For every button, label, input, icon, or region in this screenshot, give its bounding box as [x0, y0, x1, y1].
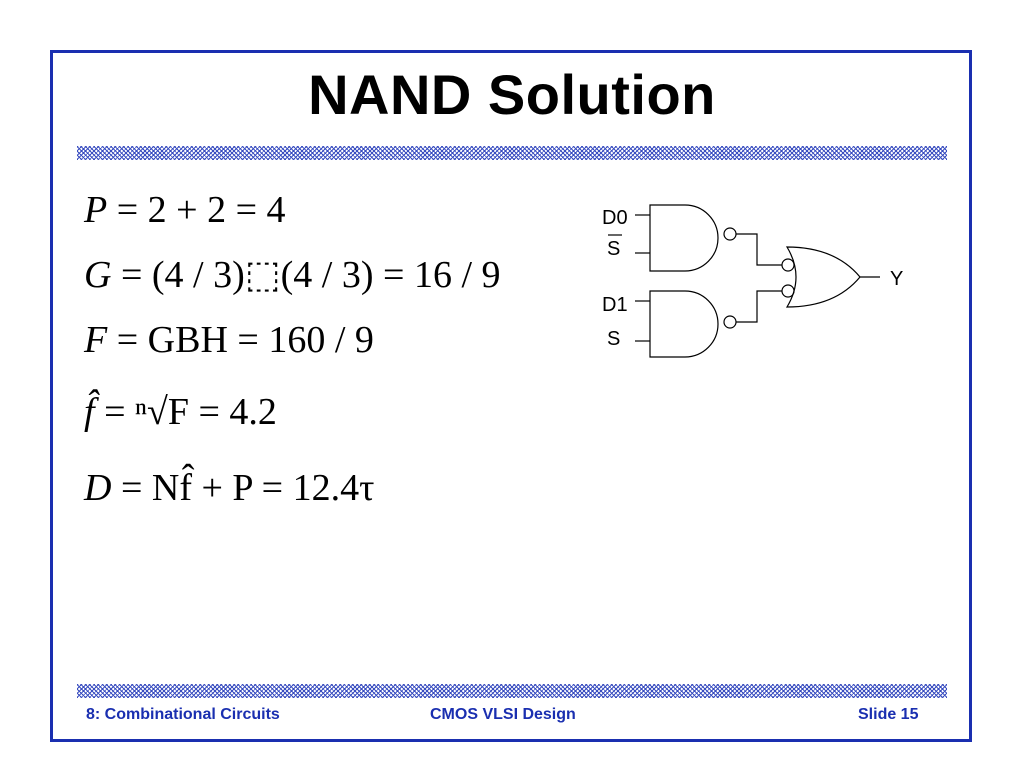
equation-d: D = Nf̂ + P = 12.4τ — [84, 466, 374, 510]
or-gate-output — [785, 246, 861, 308]
nand-mux-diagram: D0 S D1 S Y — [602, 204, 903, 358]
inversion-bubble-top — [723, 227, 737, 241]
input-label-d1: D1 — [602, 294, 628, 316]
footer-slide-number: Slide 15 — [858, 706, 919, 723]
equation-f-rhs: = 160 / 9 — [237, 319, 374, 361]
input-bubble-top — [781, 258, 795, 272]
output-label-y: Y — [890, 268, 903, 290]
bottom-divider-bar — [77, 684, 947, 698]
equation-fhat: f̂ = ⁿ√F = 4.2 — [84, 390, 277, 434]
equation-g-lhs: G — [84, 254, 112, 296]
equation-d-lhs: D — [84, 467, 112, 509]
equation-d-rhs: = 12.4τ — [261, 467, 375, 509]
equation-g-rhs: = (4 / 3)⬚(4 / 3) = 16 / 9 — [120, 254, 501, 296]
equation-f-mid: = GBH — [116, 319, 228, 361]
footer-course: CMOS VLSI Design — [430, 706, 576, 723]
nand-gate-bottom — [649, 290, 719, 358]
equation-fhat-rhs: = 4.2 — [198, 391, 277, 433]
input-label-d0: D0 — [602, 207, 628, 229]
nand-gate-top — [649, 204, 719, 272]
footer-chapter: 8: Combinational Circuits — [86, 706, 280, 723]
equation-f-lhs: F — [84, 319, 108, 361]
top-divider-bar — [77, 146, 947, 160]
equation-d-mid: = Nf̂ + P — [120, 467, 253, 509]
equation-g: G = (4 / 3)⬚(4 / 3) = 16 / 9 — [84, 252, 501, 297]
equation-p: P = 2 + 2 = 4 — [84, 188, 286, 232]
inversion-bubble-bottom — [723, 315, 737, 329]
input-label-s: S — [607, 328, 620, 350]
input-bubble-bottom — [781, 284, 795, 298]
input-label-s-bar: S — [607, 238, 620, 260]
equation-f: F = GBH = 160 / 9 — [84, 318, 374, 362]
slide-frame — [50, 50, 972, 742]
equation-fhat-lhs: f̂ — [84, 391, 95, 433]
slide-title: NAND Solution — [308, 63, 716, 126]
equation-p-lhs: P — [84, 189, 108, 231]
equation-p-rhs: = 2 + 2 = 4 — [116, 189, 286, 231]
equation-fhat-mid: = ⁿ√F — [104, 391, 189, 433]
